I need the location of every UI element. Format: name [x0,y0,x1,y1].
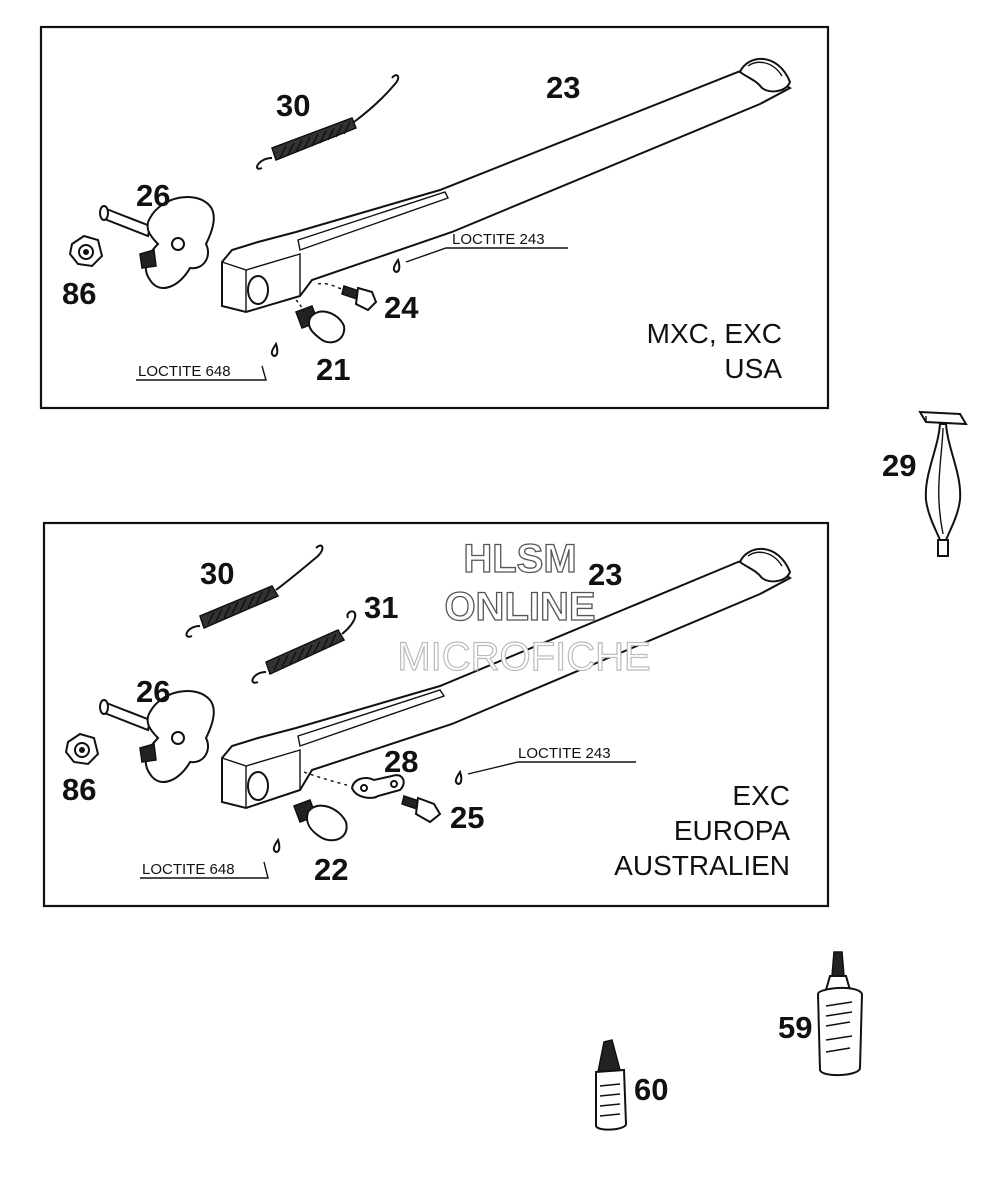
bottle-small-drawing: 60 [595,1039,668,1131]
watermark-line: MICROFICHE [397,635,650,679]
screw-drawing [317,282,378,312]
part-number-31: 31 [364,590,398,625]
side-stand-drawing [221,548,792,810]
watermark-line: ONLINE [444,585,595,629]
part-number-21: 21 [316,352,350,387]
part-number-23: 23 [588,557,622,592]
panel-europe: 30 31 23 26 86 28 25 22 LOCTITE 243 LOCT… [42,521,830,908]
side-stand-drawing [221,58,792,314]
nut-drawing [64,732,100,766]
spring-drawing [256,74,400,170]
spring-drawing-31 [251,610,357,684]
bottle-large-drawing: 59 [778,951,864,1076]
nut-drawing [68,234,104,268]
loctite-label: LOCTITE 243 [452,231,545,248]
part-number-59: 59 [778,1010,812,1045]
part-number-30: 30 [276,88,310,123]
watermark: HLSM ONLINE MICROFICHE [397,536,652,679]
part-number-26: 26 [136,674,170,709]
part-number-22: 22 [314,852,348,887]
loctite-drop-icon [272,837,281,854]
foot-drawing [293,799,348,842]
foot-drawing [295,299,346,344]
panel-usa: 30 23 26 86 24 21 LOCTITE 243 LOCTITE 64… [39,25,830,410]
watermark-line: HLSM [463,537,576,581]
variant-label: EXC [732,780,790,811]
tool-drawing: 29 [882,410,968,557]
loctite-label: LOCTITE 243 [518,745,611,762]
part-number-30: 30 [200,556,234,591]
pivot-bolt-drawing [99,690,215,783]
part-number-29: 29 [882,448,916,483]
part-number-25: 25 [450,800,484,835]
part-number-86: 86 [62,772,96,807]
variant-label: AUSTRALIEN [614,850,790,881]
part-number-86: 86 [62,276,96,311]
spring-drawing [185,544,324,638]
loctite-drop-icon [392,257,401,274]
loctite-drop-icon [270,341,279,358]
variant-label: MXC, EXC [647,318,782,349]
pivot-bolt-drawing [99,196,215,289]
variant-label: EUROPA [674,815,790,846]
loctite-label: LOCTITE 648 [142,861,235,878]
part-number-28: 28 [384,744,418,779]
part-number-26: 26 [136,178,170,213]
loctite-label: LOCTITE 648 [138,363,231,380]
loctite-drop-icon [454,769,463,786]
variant-label: USA [724,353,782,384]
part-number-23: 23 [546,70,580,105]
part-number-60: 60 [634,1072,668,1107]
screw-drawing [401,795,442,824]
part-number-24: 24 [384,290,419,325]
plate-drawing [303,771,405,799]
